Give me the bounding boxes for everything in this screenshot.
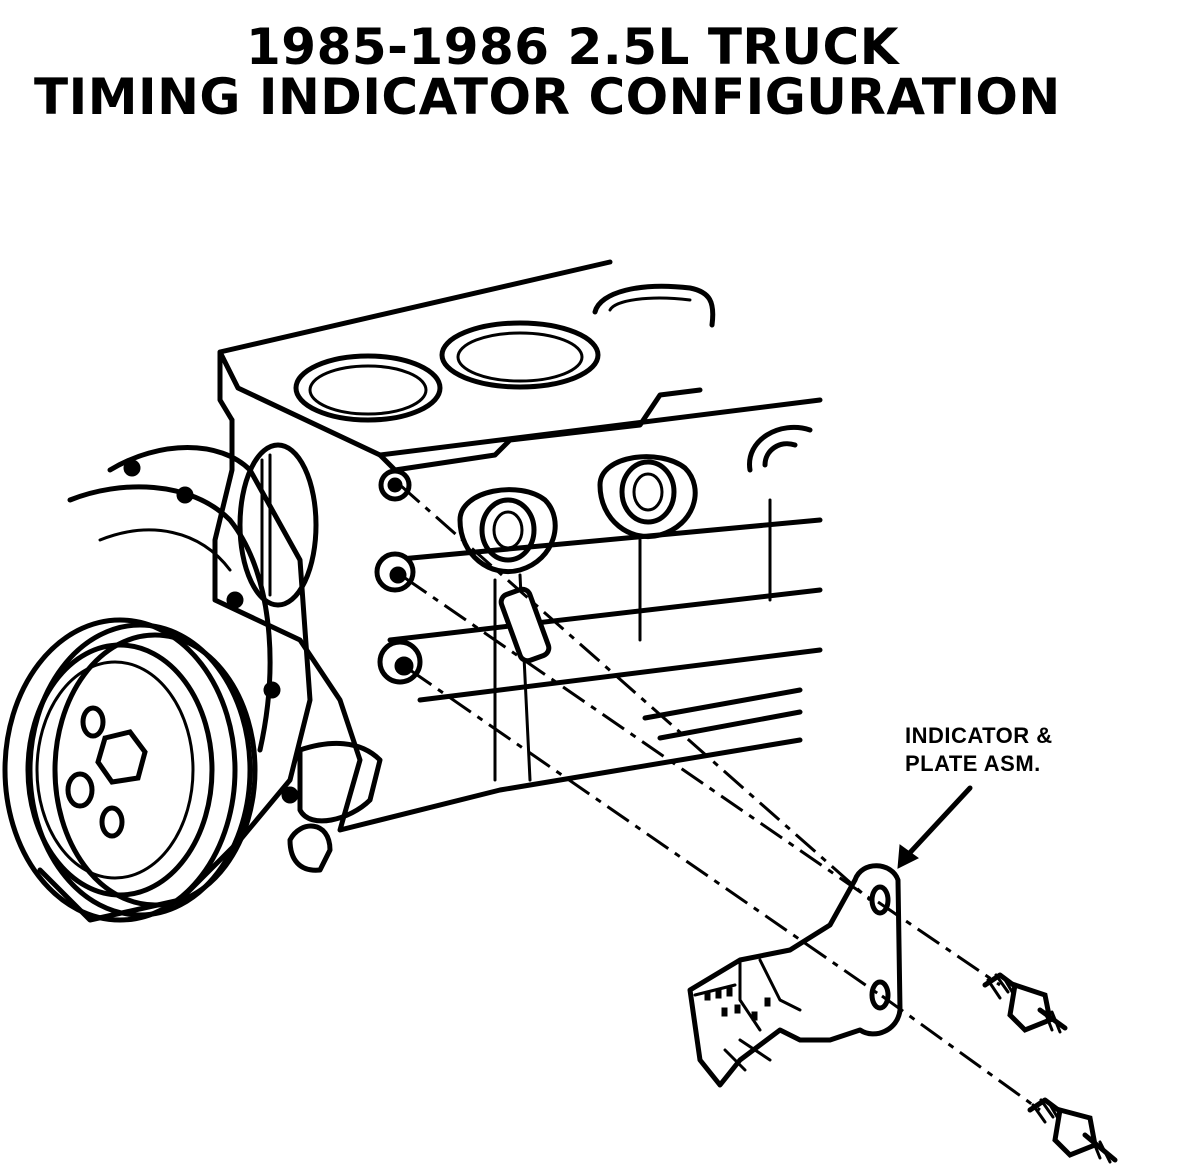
engine-block — [212, 259, 823, 833]
cylinder-bore-3 — [592, 283, 716, 328]
timing-cover-window — [237, 442, 319, 608]
pulley-bolt-hole-1 — [80, 705, 106, 739]
callout-line-1: INDICATOR & — [905, 723, 1053, 748]
cylinder-bore-2 — [439, 320, 601, 390]
indicator-callout-label: INDICATOR & PLATE ASM. — [905, 722, 1053, 778]
callout-arrow — [897, 785, 973, 869]
title-line-2: TIMING INDICATOR CONFIGURATION — [34, 68, 1061, 126]
title-line-1: 1985-1986 2.5L TRUCK — [246, 18, 899, 76]
block-boss-3 — [747, 424, 813, 473]
block-front-face — [212, 417, 803, 833]
block-boss-2 — [597, 454, 698, 539]
callout-line-2: PLATE ASM. — [905, 751, 1041, 776]
oil-pan-rail — [642, 687, 803, 741]
block-lower-rail — [387, 517, 823, 703]
lower-stud-bolt — [1027, 1097, 1118, 1164]
indicator-plate-assembly — [687, 863, 903, 1088]
cylinder-bore-1 — [293, 353, 443, 423]
alignment-lines — [399, 483, 1041, 1112]
block-boss-1 — [457, 487, 558, 574]
block-deck-outline — [217, 259, 823, 458]
plate-outline — [687, 863, 903, 1088]
indicator-scale-marks — [704, 987, 771, 1021]
pulley-bolt-hole-2 — [99, 805, 125, 839]
upper-stud-bolt — [982, 972, 1068, 1034]
plate-lower-slot — [869, 979, 891, 1011]
block-lug — [498, 586, 552, 664]
crankshaft-pulley — [2, 617, 258, 923]
timing-cover — [37, 442, 319, 923]
plate-upper-slot — [869, 884, 891, 916]
crank-bolt-head — [95, 729, 148, 785]
